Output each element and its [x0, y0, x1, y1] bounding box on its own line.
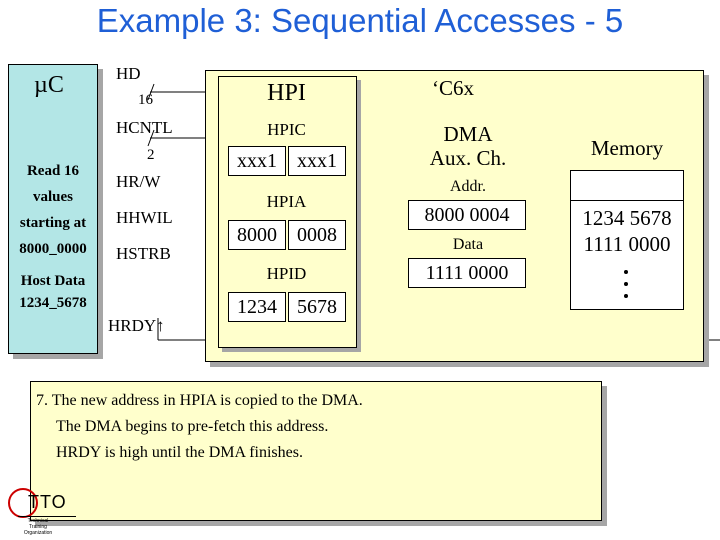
memory-row: 1111 0000 [583, 232, 671, 256]
signal-hcntl: HCNTL [116, 118, 173, 137]
dma-addr-label: Addr. [450, 178, 486, 195]
uc-line: starting at [19, 215, 87, 231]
signal-hstrb: HSTRB [116, 244, 171, 263]
hpia-label: HPIA [266, 192, 307, 211]
logo-underline [18, 516, 76, 517]
dma-data-value: 1111 0000 [408, 258, 526, 288]
uc-line: values [32, 189, 73, 205]
signal-hrdy: HRDY↑ [108, 316, 165, 335]
note-box [30, 381, 602, 521]
note-line: 7. The new address in HPIA is copied to … [36, 392, 363, 409]
logo-caption-line: Technical [27, 518, 49, 524]
hpid-value-high: 1234 [228, 292, 286, 322]
uc-panel [8, 64, 98, 354]
signal-hrw: HR/W [116, 172, 161, 191]
memory-ellipsis-dot [624, 294, 628, 298]
hpi-title: HPI [267, 80, 306, 106]
tto-logo: TTO Technical Training Organization [8, 488, 88, 538]
hpid-label: HPID [266, 264, 307, 283]
uc-description: Read 16 values starting at 8000_0000 [6, 158, 100, 262]
hpia-value-high: 8000 [228, 220, 286, 250]
host-data-value: 1234_5678 [19, 295, 87, 311]
hpid-value-low: 5678 [288, 292, 346, 322]
uc-line: 8000_0000 [19, 241, 87, 257]
logo-caption: Technical Training Organization [8, 518, 68, 536]
logo-text: TTO [28, 492, 67, 512]
memory-title: Memory [590, 136, 664, 160]
host-data: Host Data 1234_5678 [6, 270, 100, 314]
hcntl-width-slash [147, 129, 155, 147]
dma-addr-value: 8000 0004 [408, 200, 526, 230]
memory-row: 1234 5678 [582, 206, 672, 230]
logo-ring [8, 488, 38, 518]
logo-caption-line: Organization [23, 530, 53, 536]
uc-label: µC [34, 72, 64, 98]
memory-ellipsis-dot [624, 282, 628, 286]
note-line: The DMA begins to pre-fetch this address… [56, 418, 329, 435]
uc-line: Read 16 [26, 163, 80, 179]
signal-hhwil: HHWIL [116, 208, 173, 227]
page-title: Example 3: Sequential Accesses - 5 [96, 2, 624, 39]
dma-title-line: Aux. Ch. [429, 146, 507, 170]
dma-data-label: Data [452, 236, 484, 253]
note-text: 7. The new address in HPIA is copied to … [36, 388, 363, 466]
host-data-label: Host Data [20, 273, 86, 289]
signal-hd-width: 16 [138, 92, 153, 108]
memory-ellipsis-dot [624, 270, 628, 274]
dma-title: DMA Aux. Ch. [398, 122, 538, 170]
hpia-value-low: 0008 [288, 220, 346, 250]
hd-width-slash [147, 83, 155, 101]
signal-hcntl-width: 2 [147, 147, 155, 163]
hpic-value-low: xxx1 [288, 146, 346, 176]
c6x-label: ‘C6x [432, 76, 474, 100]
note-line: HRDY is high until the DMA finishes. [56, 444, 303, 461]
dma-title-line: DMA [443, 122, 493, 146]
hpic-label: HPIC [267, 120, 306, 139]
memory-divider [570, 200, 683, 201]
logo-caption-line: Training [29, 524, 47, 530]
hpic-value-high: xxx1 [228, 146, 286, 176]
memory-array [570, 170, 684, 310]
signal-hd: HD [116, 64, 141, 83]
